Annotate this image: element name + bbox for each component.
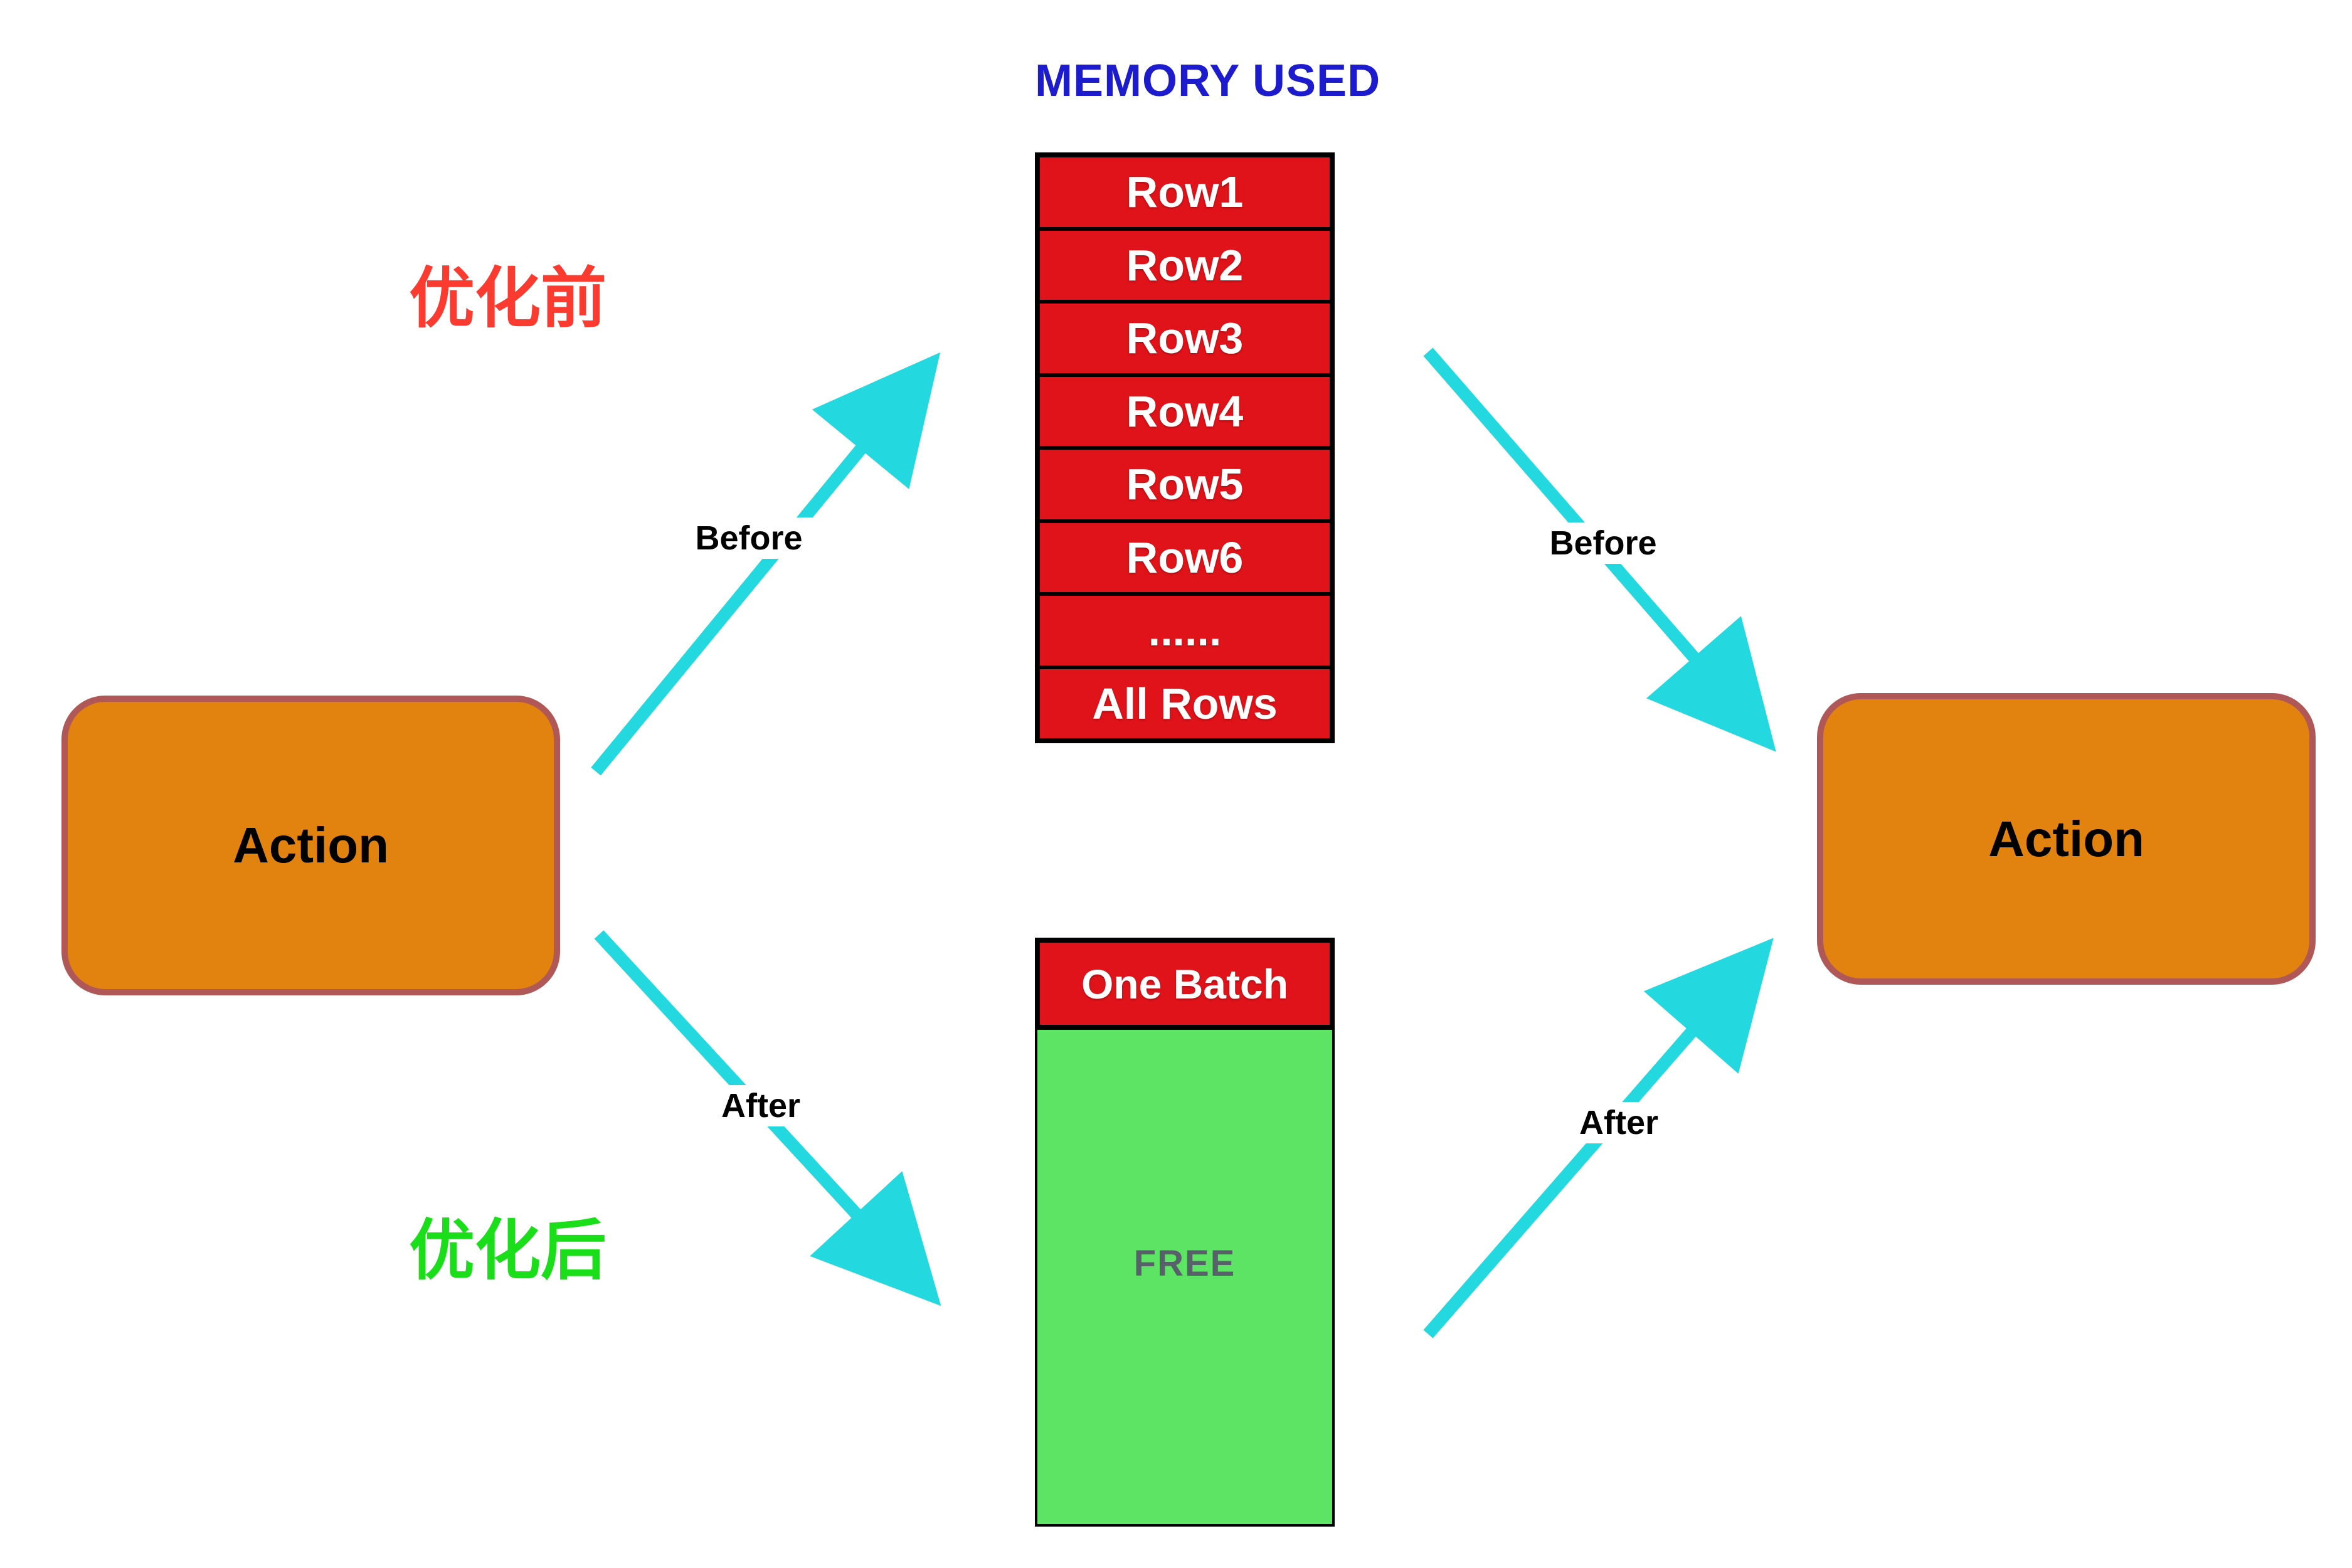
memory-row: Row6 xyxy=(1040,522,1330,592)
before-arrow-left xyxy=(591,352,941,776)
memory-stack-before: Row1 Row2 Row3 Row4 Row5 Row6 ...... All… xyxy=(1035,152,1335,743)
action-node-left: Action xyxy=(61,696,560,995)
after-label-left: After xyxy=(711,1085,811,1126)
memory-row: Row3 xyxy=(1040,304,1330,373)
one-batch-cell: One Batch xyxy=(1035,938,1335,1030)
memory-row: Row5 xyxy=(1040,450,1330,519)
before-label-right: Before xyxy=(1539,522,1667,564)
memory-used-title: MEMORY USED xyxy=(1035,56,1381,106)
action-node-right: Action xyxy=(1817,693,2316,985)
memory-row: Row2 xyxy=(1040,230,1330,300)
memory-row-all-rows: All Rows xyxy=(1040,669,1330,738)
after-label-right: After xyxy=(1569,1102,1669,1143)
pre-optimization-label: 优化前 xyxy=(409,262,607,336)
free-label: FREE xyxy=(1133,1242,1236,1284)
before-label-left: Before xyxy=(685,517,813,559)
post-optimization-label: 优化后 xyxy=(409,1214,607,1288)
free-memory-box: FREE xyxy=(1035,1030,1335,1527)
memory-row: Row4 xyxy=(1040,376,1330,446)
memory-row-ellipsis: ...... xyxy=(1040,596,1330,665)
memory-row: Row1 xyxy=(1040,157,1330,227)
